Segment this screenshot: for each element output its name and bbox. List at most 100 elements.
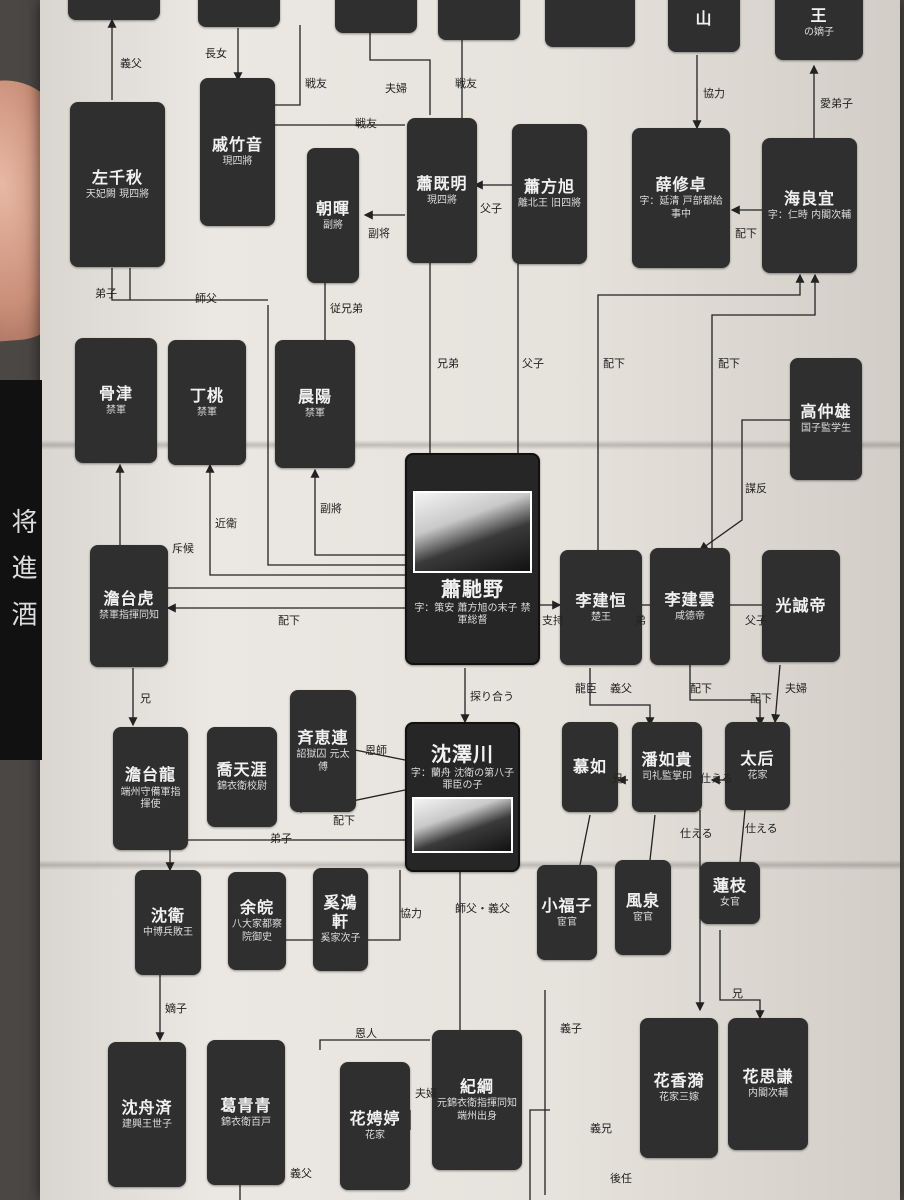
node-name: 喬天涯 — [216, 760, 268, 780]
relation-label: 配下 — [333, 814, 355, 827]
node-subtitle: 宦官 — [557, 916, 577, 928]
relation-label: 義父 — [120, 57, 142, 70]
node-subtitle: 端州守備軍指揮使 — [120, 786, 181, 811]
relation-label: 夫婦 — [785, 682, 807, 695]
person-node: 斉恵連詔獄囚 元太傅 — [290, 690, 356, 812]
node-subtitle: 字：策安 蕭方旭の末子 禁軍総督 — [414, 602, 531, 627]
node-subtitle: 司礼監掌印 — [642, 771, 692, 783]
person-node: 小福子宦官 — [537, 865, 597, 960]
node-name: 光誠帝 — [775, 596, 827, 616]
person-node: 紀綱元錦衣衛指揮同知 端州出身 — [432, 1030, 522, 1170]
relation-label: 探り合う — [470, 690, 514, 703]
node-subtitle: 錦衣衛百戸 — [221, 1116, 271, 1128]
node-name: 薛修卓 — [655, 174, 707, 194]
node-subtitle: 八大家都察院御史 — [232, 919, 282, 943]
relation-label: 後任 — [610, 1172, 632, 1185]
relation-label: 配下 — [278, 614, 300, 627]
relation-label: 父子 — [522, 357, 544, 370]
relation-label: 副将 — [368, 227, 390, 240]
node-name: 澹台虎 — [103, 589, 155, 609]
node-subtitle: 花家 — [365, 1130, 385, 1142]
person-node: 喬天涯錦衣衛校尉 — [207, 727, 277, 827]
person-node: 太后花家 — [725, 722, 790, 810]
relation-label: 協力 — [400, 907, 422, 920]
person-node: 風泉宦官 — [615, 860, 671, 955]
node-name: 蕭馳野 — [441, 576, 504, 601]
person-node: 光誠帝 — [762, 550, 840, 662]
node-subtitle: 禁軍 — [106, 404, 126, 416]
relation-label: 夫婦 — [385, 82, 407, 95]
relation-label: 配下 — [603, 357, 625, 370]
node-name: 慕如 — [572, 757, 607, 777]
node-name: 余皖 — [239, 897, 274, 917]
relation-label: 配下 — [718, 357, 740, 370]
relation-label: 長女 — [205, 47, 227, 60]
relation-label: 副將 — [320, 502, 342, 515]
person-node: 海良宜字：仁時 内閣次輔 — [762, 138, 857, 273]
person-node: 李建雲咸德帝 — [650, 548, 730, 665]
person-node: 沈舟済建興王世子 — [108, 1042, 186, 1187]
relation-label: 仕える — [745, 822, 778, 835]
node-name: 丁桃 — [189, 385, 224, 405]
node-name: 山 — [695, 8, 713, 28]
relation-label: 師父 — [195, 292, 217, 305]
person-node — [438, 0, 520, 40]
book-cover-strip: 将 進 酒 — [0, 380, 42, 760]
node-name: 海良宜 — [783, 188, 835, 208]
relation-label: 仕える — [700, 772, 733, 785]
relation-label: 恩師 — [365, 744, 387, 757]
relation-label: 義子 — [560, 1022, 582, 1035]
node-subtitle: 女官 — [720, 897, 740, 909]
character-portrait — [412, 796, 513, 853]
node-subtitle: 禁軍 — [305, 408, 325, 420]
person-node: 澹台虎禁軍指揮同知 — [90, 545, 168, 667]
node-subtitle: の嫡子 — [804, 26, 834, 38]
person-node: 蕭方旭離北王 旧四將 — [512, 124, 587, 264]
node-name: 小福子 — [541, 895, 593, 915]
node-subtitle: 詔獄囚 元太傅 — [296, 749, 350, 773]
person-node: 葛青青錦衣衛百戸 — [207, 1040, 285, 1185]
person-node: 王の嫡子 — [775, 0, 863, 60]
node-name: 風泉 — [625, 890, 660, 910]
relation-label: 戦友 — [455, 77, 477, 90]
relation-label: 嫡子 — [165, 1002, 187, 1015]
relation-label: 斥候 — [172, 542, 194, 555]
node-name: 蕭方旭 — [523, 177, 575, 197]
node-subtitle: 離北王 旧四將 — [517, 198, 582, 210]
node-subtitle: 宦官 — [633, 911, 653, 923]
relation-label: 配下 — [735, 227, 757, 240]
node-name: 李建恒 — [575, 590, 627, 610]
person-node: 花香漪花家三嫁 — [640, 1018, 718, 1158]
node-name: 王 — [810, 5, 828, 25]
person-node: 奚鴻軒奚家次子 — [313, 868, 368, 971]
relation-label: 協力 — [703, 87, 725, 100]
node-subtitle: 禁軍指揮同知 — [99, 610, 159, 622]
person-node: 丁桃禁軍 — [168, 340, 246, 465]
relation-label: 龍臣 — [575, 682, 597, 695]
node-name: 澹台龍 — [124, 765, 176, 785]
person-node — [545, 0, 635, 47]
person-node: 蓮枝女官 — [700, 862, 760, 924]
node-name: 花思謙 — [742, 1067, 794, 1087]
main-character-node: 沈澤川 字：蘭舟 沈衛の第八子 罪臣の子 — [405, 722, 520, 872]
relation-label: 弟子 — [95, 287, 117, 300]
main-character-node: 蕭馳野 字：策安 蕭方旭の末子 禁軍総督 — [405, 453, 540, 665]
node-name: 沈衛 — [150, 905, 185, 925]
relation-label: 戦友 — [355, 117, 377, 130]
person-node: 戚竹音現四將 — [200, 78, 275, 226]
node-name: 戚竹音 — [211, 135, 263, 155]
person-node: 李建恒楚王 — [560, 550, 642, 665]
node-name: 太后 — [740, 749, 775, 769]
relation-label: 支持 — [542, 614, 564, 627]
node-subtitle: 天妃闕 現四將 — [85, 188, 150, 200]
node-subtitle: 国子監学生 — [801, 423, 851, 435]
person-node — [68, 0, 160, 20]
relation-label: 従兄弟 — [330, 302, 363, 315]
relation-label: 夫婦 — [415, 1087, 437, 1100]
person-node: 花思謙内閣次輔 — [728, 1018, 808, 1150]
node-subtitle: 楚王 — [591, 611, 611, 623]
node-subtitle: 奚家次子 — [320, 933, 361, 945]
relation-label: 師父・義父 — [455, 902, 510, 915]
node-name: 李建雲 — [664, 589, 716, 609]
relation-label: 謀反 — [745, 482, 767, 495]
